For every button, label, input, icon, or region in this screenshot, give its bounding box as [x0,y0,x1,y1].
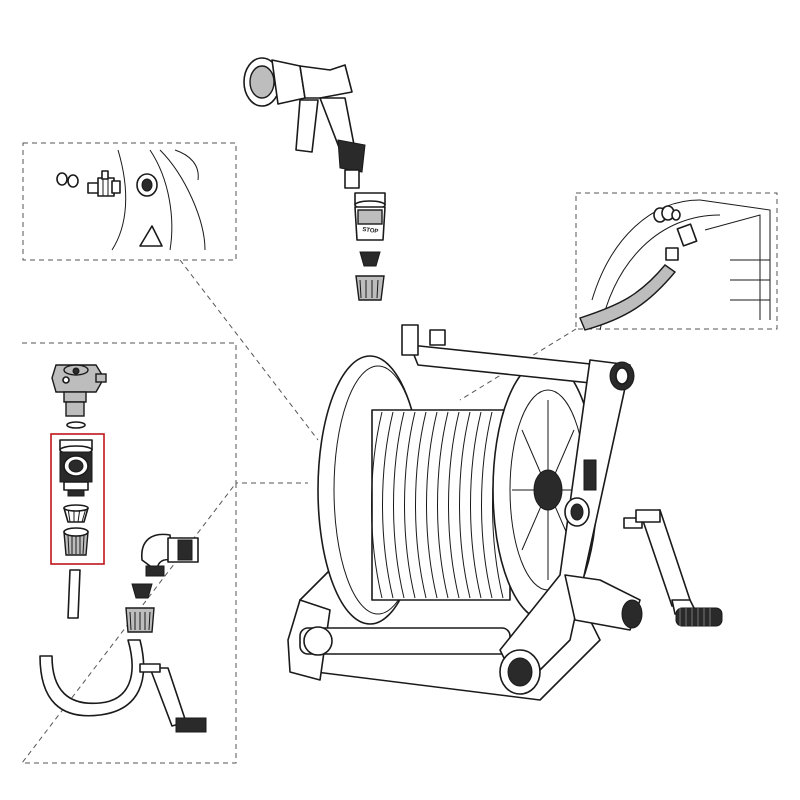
tap-connector-icon [51,364,107,417]
hose-coil [459,411,471,599]
curved-hose-icon [39,639,145,717]
hose-coil [448,411,460,599]
inlet-hose-icon [579,264,677,331]
reel-logo-badge [583,459,597,491]
detail-panel-accessories [20,342,308,764]
collet-icon [63,504,89,523]
quick-connector-icon [59,439,93,497]
o-ring-icon [66,421,86,429]
crank-handle-icon [623,509,723,627]
hose-nut-icon [355,275,385,301]
hose-reel-body [287,324,643,701]
o-ring-icon [67,174,79,188]
elbow-connector-icon [141,533,199,577]
collet-icon [359,251,381,267]
stop-marking: STOP [362,227,379,235]
hose-coil [404,411,416,599]
hose-coil [426,411,438,599]
hose-coil [437,411,449,599]
tap-adaptor-icon [87,170,121,197]
hose-coil [371,411,383,599]
gun-connector-icon: STOP [354,192,386,241]
collet-icon [131,583,153,599]
hose-coil [470,411,482,599]
hose-coil [393,411,405,599]
crank-handle-icon [139,663,207,733]
hose-coil [382,411,394,599]
hose-coil [415,411,427,599]
hose-coil [481,411,493,599]
detail-panel-hose-inlet [575,192,778,331]
spray-gun-icon [243,57,366,189]
warning-triangle-icon [139,225,163,247]
hose-coils [371,411,504,599]
hose-segment-icon [67,569,81,619]
hose-nut-icon [63,527,89,556]
o-ring-icon [56,172,68,186]
hose-nut-icon [125,607,155,633]
highlight-box [50,433,105,565]
detail-panel-wall-connector [22,142,237,261]
